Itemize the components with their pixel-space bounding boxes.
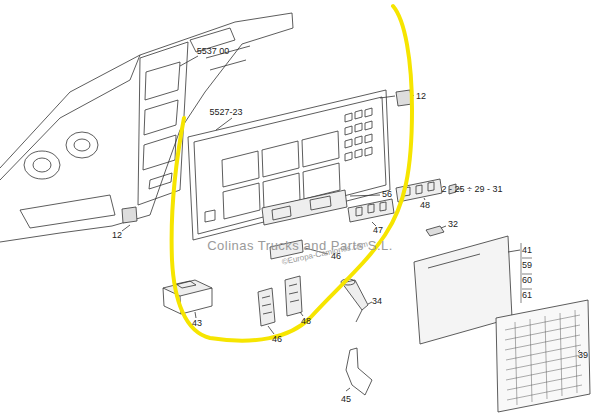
callout-number: 12 bbox=[112, 231, 122, 241]
callout-number: 32 bbox=[448, 220, 458, 230]
callout-number: 43 bbox=[192, 319, 202, 329]
callout-number: 39 bbox=[578, 351, 588, 361]
callout-number: 2 - 25 ÷ 29 - 31 bbox=[442, 185, 503, 195]
callout-number: 48 bbox=[420, 201, 430, 211]
callout-number: 61 bbox=[522, 291, 532, 301]
callout-number: 41 bbox=[522, 246, 532, 256]
callout-number: 46 bbox=[272, 335, 282, 345]
callout-number: 60 bbox=[522, 276, 532, 286]
callout-number: 48 bbox=[301, 317, 311, 327]
callout-number: 5537 00 bbox=[197, 47, 230, 57]
callout-number: 45 bbox=[341, 395, 351, 405]
callout-number: 47 bbox=[373, 226, 383, 236]
callout-number: 12 bbox=[416, 92, 426, 102]
callout-number: 34 bbox=[372, 297, 382, 307]
callout-number: 59 bbox=[522, 261, 532, 271]
callout-number: 5527-23 bbox=[209, 108, 242, 118]
callout-number: 56 bbox=[382, 190, 392, 200]
